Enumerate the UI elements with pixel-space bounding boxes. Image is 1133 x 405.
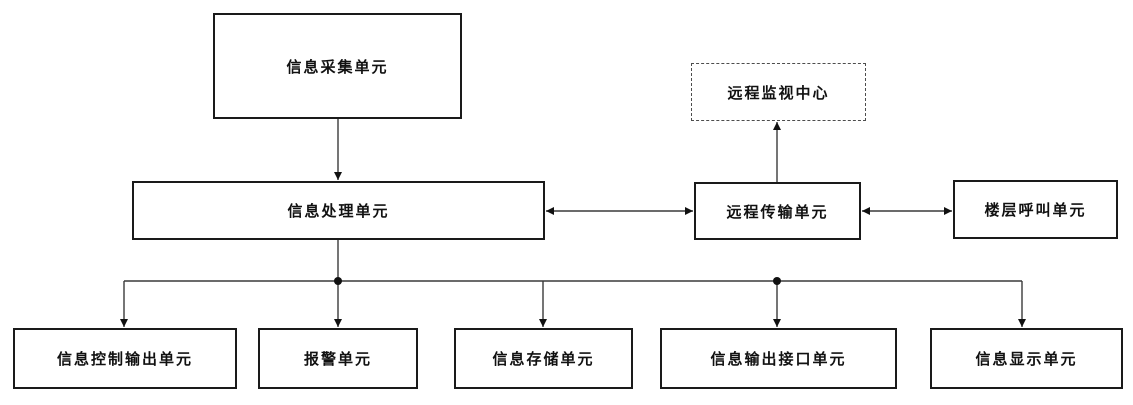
node-label: 信息处理单元: [287, 202, 390, 220]
node-info-storage-unit: 信息存储单元: [454, 328, 633, 389]
junction-dot-left: [334, 277, 342, 285]
node-info-collection-unit: 信息采集单元: [213, 13, 462, 119]
node-label: 报警单元: [303, 350, 372, 368]
node-remote-monitor-center: 远程监视中心: [691, 63, 866, 121]
node-label: 信息显示单元: [975, 350, 1078, 368]
node-label: 远程监视中心: [727, 83, 830, 102]
node-info-control-output-unit: 信息控制输出单元: [13, 328, 237, 389]
node-floor-call-unit: 楼层呼叫单元: [953, 180, 1118, 239]
node-label: 信息采集单元: [286, 57, 389, 76]
node-info-display-unit: 信息显示单元: [930, 328, 1123, 389]
node-info-processing-unit: 信息处理单元: [132, 181, 545, 240]
node-alarm-unit: 报警单元: [258, 328, 418, 389]
node-label: 信息控制输出单元: [56, 350, 193, 368]
node-label: 信息存储单元: [492, 350, 595, 368]
junction-dot-right: [773, 277, 781, 285]
node-remote-transmission-unit: 远程传输单元: [694, 182, 861, 240]
node-label: 楼层呼叫单元: [984, 201, 1087, 219]
node-info-output-interface-unit: 信息输出接口单元: [660, 328, 897, 389]
node-label: 远程传输单元: [726, 202, 829, 221]
node-label: 信息输出接口单元: [710, 350, 847, 368]
